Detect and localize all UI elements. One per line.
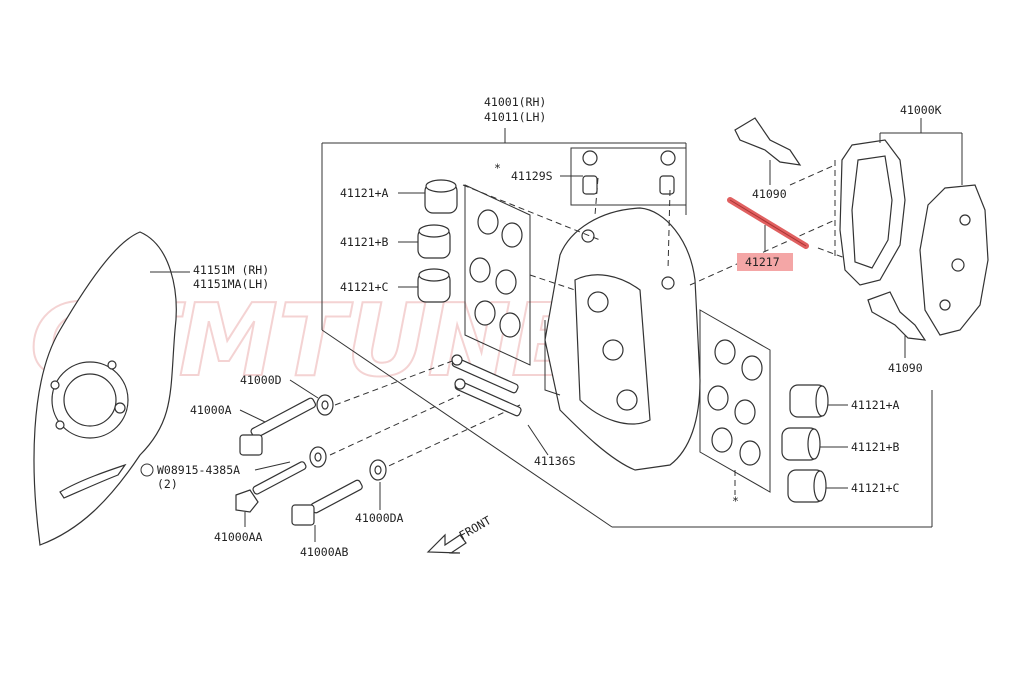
label-pad-kit: 41000K [900, 103, 942, 117]
label-backplate-lh: 41151MA(LH) [193, 277, 269, 291]
backplate-part [33, 231, 177, 546]
piston-right-a [789, 384, 829, 418]
bolt-ab [291, 479, 363, 526]
pin-41217-highlighted [727, 197, 809, 249]
label-pad-spring-bottom: 41090 [888, 361, 923, 375]
asterisk-right: * [732, 494, 739, 508]
label-caliper-rh: 41001(RH) [484, 95, 546, 109]
piston-right-c [787, 469, 827, 503]
label-bolt-aa: 41000AA [214, 530, 263, 544]
bolt-a [239, 397, 317, 456]
label-piston-b-right: 41121+B [851, 440, 900, 454]
label-piston-c-right: 41121+C [851, 481, 900, 495]
brake-pad-outer [919, 184, 989, 336]
label-piston-a-left: 41121+A [340, 186, 389, 200]
washer-bolt-ref [309, 446, 327, 468]
label-washer-da: 41000DA [355, 511, 404, 525]
caliper-body [544, 207, 701, 471]
pin-set [451, 354, 522, 417]
front-arrow-icon [426, 533, 467, 554]
label-pin-highlight: 41217 [745, 255, 780, 269]
label-front: FRONT [457, 513, 494, 542]
highlight-box [737, 253, 793, 271]
piston-left-b [417, 224, 451, 259]
seal-kit-left [464, 184, 531, 366]
label-caliper-lh: 41011(LH) [484, 110, 546, 124]
seal-kit-right [699, 309, 771, 493]
label-piston-b-left: 41121+B [340, 235, 389, 249]
piston-right-b [781, 427, 821, 461]
label-bolt-ref: W08915-4385A [157, 463, 240, 477]
washer-d [316, 394, 334, 416]
brake-pad-inner [839, 139, 906, 286]
bleeder-box [570, 147, 687, 206]
label-bolt-ref-qty: (2) [157, 477, 178, 491]
label-piston-a-right: 41121+A [851, 398, 900, 412]
label-pin-set: 41136S [534, 454, 576, 468]
label-piston-c-left: 41121+C [340, 280, 389, 294]
assembly-dashed-lines [329, 160, 846, 495]
asterisk-left: * [494, 161, 501, 175]
label-bolt-ab: 41000AB [300, 545, 349, 559]
label-bleeder: 41129S [511, 169, 553, 183]
bolt-aa [235, 461, 307, 513]
label-pad-spring-top: 41090 [752, 187, 787, 201]
washer-da [369, 459, 387, 481]
piston-left-c [417, 268, 451, 303]
pad-spring-top [734, 117, 802, 166]
label-washer-d: 41000D [240, 373, 282, 387]
piston-left-a [424, 179, 458, 214]
label-bolt-a: 41000A [190, 403, 232, 417]
pad-spring-bottom [867, 291, 927, 341]
label-backplate-rh: 41151M (RH) [193, 263, 269, 277]
